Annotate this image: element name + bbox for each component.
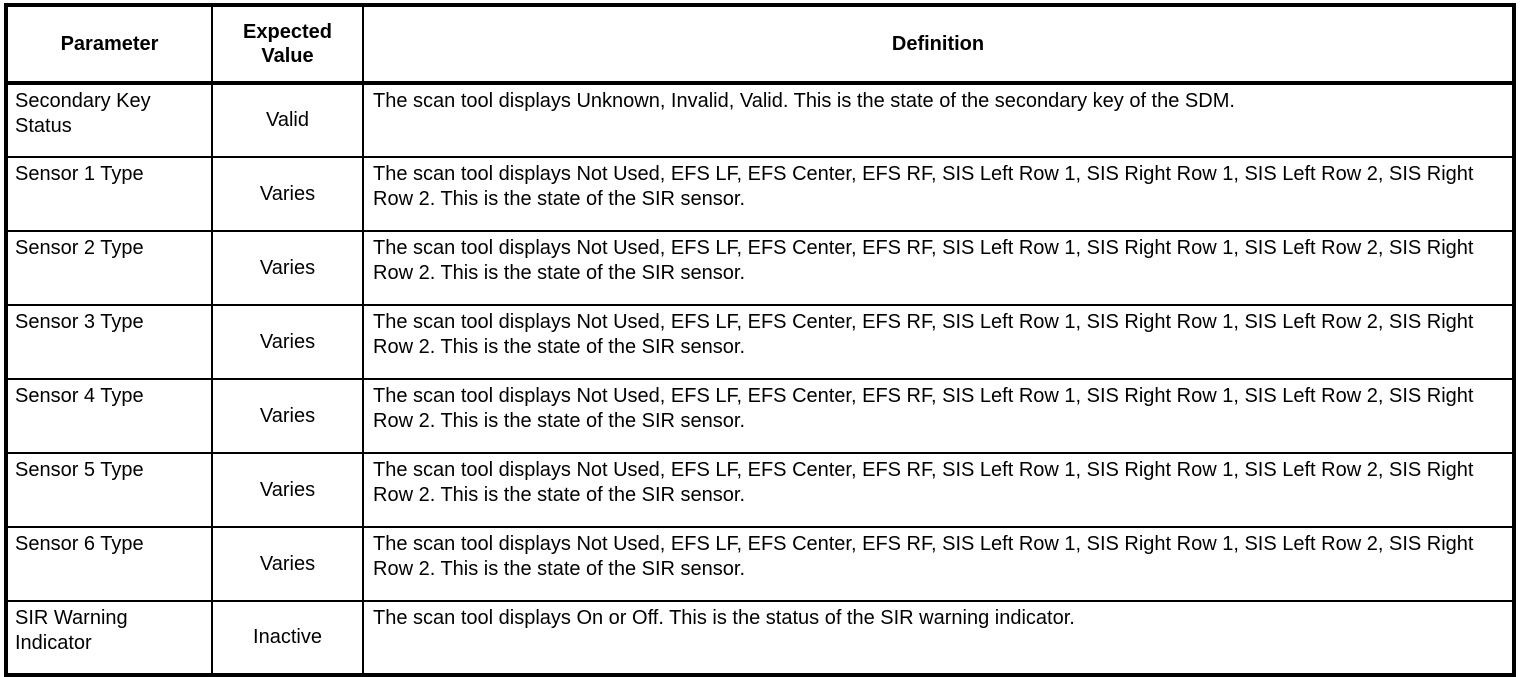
- cell-definition: The scan tool displays Not Used, EFS LF,…: [363, 379, 1514, 454]
- cell-definition: The scan tool displays Not Used, EFS LF,…: [363, 231, 1514, 306]
- cell-parameter: Sensor 3 Type: [6, 305, 213, 380]
- cell-parameter: Secondary Key Status: [6, 83, 213, 158]
- cell-definition: The scan tool displays Not Used, EFS LF,…: [363, 527, 1514, 602]
- table-body: Secondary Key Status Valid The scan tool…: [6, 83, 1514, 675]
- column-header-definition: Definition: [363, 5, 1514, 85]
- table-row: Sensor 4 Type Varies The scan tool displ…: [6, 379, 1514, 454]
- table-row: Sensor 2 Type Varies The scan tool displ…: [6, 231, 1514, 306]
- table-row: SIR Warning Indicator Inactive The scan …: [6, 601, 1514, 675]
- table-header-row: Parameter Expected Value Definition: [6, 5, 1514, 85]
- cell-expected-value: Inactive: [212, 601, 364, 675]
- cell-expected-value: Varies: [212, 453, 364, 528]
- table-row: Sensor 3 Type Varies The scan tool displ…: [6, 305, 1514, 380]
- cell-parameter: Sensor 6 Type: [6, 527, 213, 602]
- cell-expected-value: Varies: [212, 379, 364, 454]
- cell-expected-value: Varies: [212, 231, 364, 306]
- table-row: Sensor 1 Type Varies The scan tool displ…: [6, 157, 1514, 232]
- cell-parameter: Sensor 1 Type: [6, 157, 213, 232]
- table-row: Sensor 5 Type Varies The scan tool displ…: [6, 453, 1514, 528]
- cell-definition: The scan tool displays Not Used, EFS LF,…: [363, 157, 1514, 232]
- cell-expected-value: Varies: [212, 157, 364, 232]
- cell-expected-value: Valid: [212, 83, 364, 158]
- cell-definition: The scan tool displays Not Used, EFS LF,…: [363, 453, 1514, 528]
- cell-definition: The scan tool displays Not Used, EFS LF,…: [363, 305, 1514, 380]
- scan-tool-parameter-table: Parameter Expected Value Definition Seco…: [4, 3, 1516, 677]
- column-header-expected-value: Expected Value: [212, 5, 364, 85]
- cell-parameter: SIR Warning Indicator: [6, 601, 213, 675]
- cell-parameter: Sensor 4 Type: [6, 379, 213, 454]
- table-row: Sensor 6 Type Varies The scan tool displ…: [6, 527, 1514, 602]
- cell-expected-value: Varies: [212, 527, 364, 602]
- cell-definition: The scan tool displays On or Off. This i…: [373, 607, 1075, 629]
- cell-definition: The scan tool displays Unknown, Invalid,…: [363, 83, 1514, 158]
- table-row: Secondary Key Status Valid The scan tool…: [6, 83, 1514, 158]
- cell-parameter: Sensor 2 Type: [6, 231, 213, 306]
- table-header: Parameter Expected Value Definition: [6, 5, 1514, 85]
- cell-expected-value: Varies: [212, 305, 364, 380]
- column-header-parameter: Parameter: [6, 5, 213, 85]
- cell-parameter: Sensor 5 Type: [6, 453, 213, 528]
